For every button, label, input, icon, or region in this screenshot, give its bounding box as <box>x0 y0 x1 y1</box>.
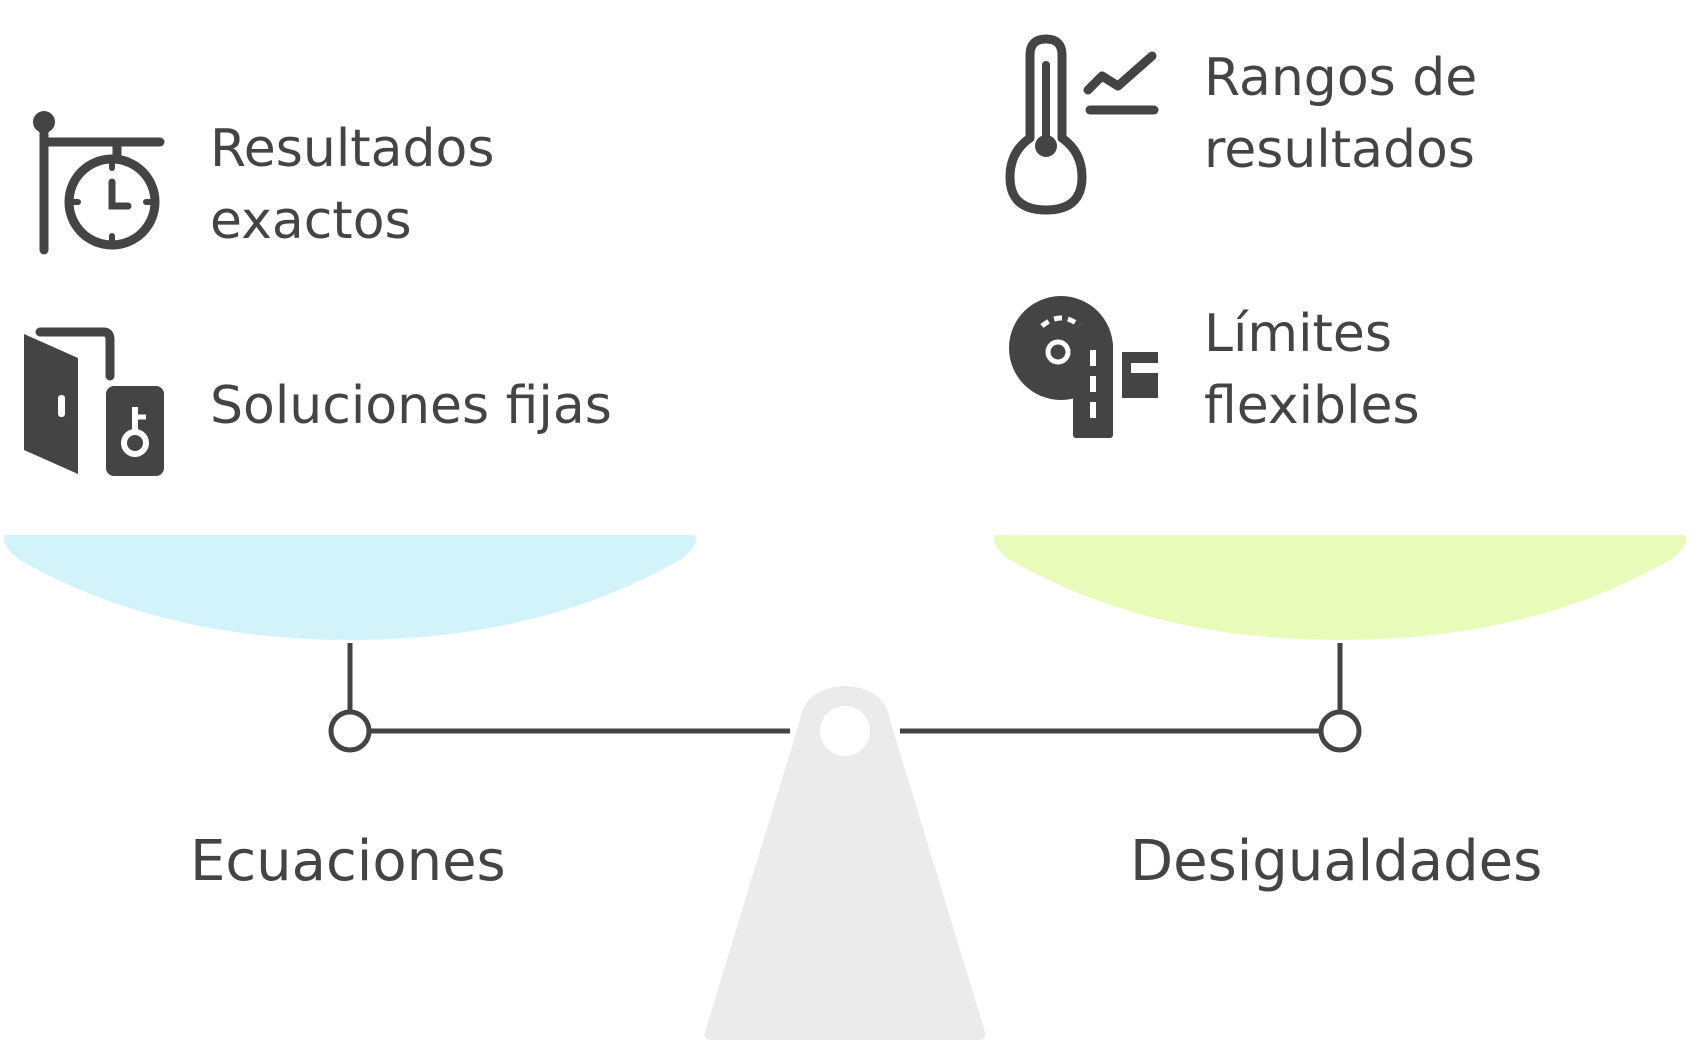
right-joint <box>1318 709 1362 753</box>
left-item-1-label: Resultados exactos <box>210 113 494 257</box>
fulcrum-pivot <box>820 706 870 756</box>
thermometer-trend-icon <box>1005 34 1159 215</box>
hanging-clock-icon <box>33 111 165 255</box>
left-item-2-label: Soluciones fijas <box>210 370 612 442</box>
left-pan <box>4 535 696 640</box>
left-item-1-line1: Resultados <box>210 119 495 179</box>
right-side-label: Desigualdades <box>1130 829 1543 894</box>
fulcrum-base <box>704 686 986 1040</box>
left-side-label: Ecuaciones <box>190 829 506 894</box>
left-item-1-line2: exactos <box>210 191 412 251</box>
left-joint <box>328 709 372 753</box>
right-item-1-label: Rangos de resultados <box>1204 42 1477 186</box>
right-item-2-line1: Límites <box>1204 304 1392 364</box>
right-item-1-line1: Rangos de <box>1204 48 1478 108</box>
right-pan <box>994 535 1686 640</box>
right-item-1-line2: resultados <box>1204 120 1475 180</box>
map-road-icon <box>1009 296 1158 438</box>
right-item-2-label: Límites flexibles <box>1204 298 1420 442</box>
right-item-2-line2: flexibles <box>1204 376 1420 436</box>
left-item-2-line1: Soluciones fijas <box>210 376 612 436</box>
door-key-icon <box>24 327 164 476</box>
